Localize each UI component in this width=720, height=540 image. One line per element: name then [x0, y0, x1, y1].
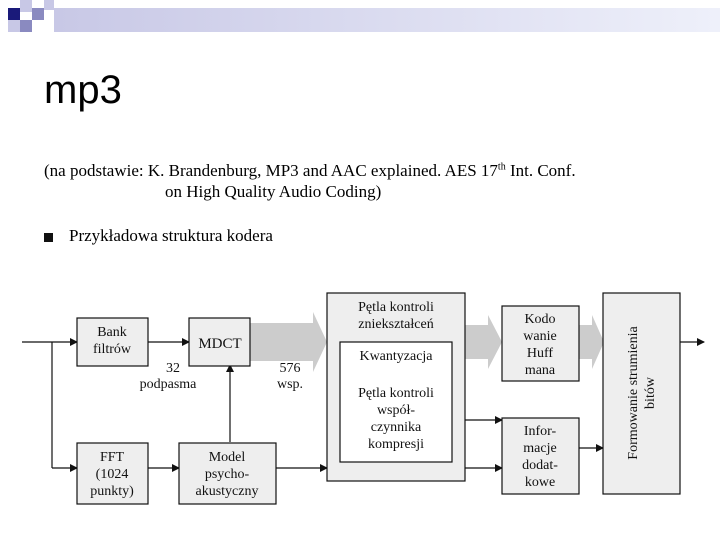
deco-square [20, 20, 32, 32]
distortion-loop-label-2: zniekształceń [358, 317, 433, 332]
big-arrow-mdct-to-loop [250, 312, 327, 372]
huffman-label-1: Kodo [524, 312, 555, 327]
deco-square [20, 0, 32, 12]
source-line-1: (na podstawie: K. Brandenburg, MP3 and A… [44, 160, 576, 180]
psychoacoustic-model-box [178, 442, 277, 505]
slide-title: mp3 [44, 68, 122, 112]
encoder-block-diagram: Bank filtrów MDCT 32 podpasma 576 wsp. F… [22, 292, 705, 505]
info-label-3: dodat- [522, 458, 558, 473]
quantization-label: Kwantyzacja [359, 349, 433, 364]
model-label-3: akustyczny [196, 484, 259, 499]
mdct-label: MDCT [198, 336, 241, 352]
source-citation: (na podstawie: K. Brandenburg, MP3 and A… [44, 156, 576, 202]
info-label-2: macje [523, 441, 556, 456]
deco-square [44, 0, 54, 10]
info-label-1: Infor- [524, 424, 557, 439]
huffman-coding-box [501, 305, 580, 382]
bullet-item: Przykładowa struktura kodera [44, 226, 273, 246]
scalefactor-loop-label-4: kompresji [368, 437, 424, 452]
scalefactor-loop-label-1: Pętla kontroli [358, 386, 434, 401]
huffman-label-4: mana [525, 363, 556, 378]
formatting-label-1: Formowanie strumienia [626, 326, 641, 460]
scalefactor-loop-label-3: czynnika [371, 420, 422, 435]
bullet-text: Przykładowa struktura kodera [69, 226, 273, 245]
deco-square [8, 20, 20, 32]
deco-square [32, 8, 44, 20]
bank-label-1: Bank [97, 325, 127, 340]
bank-label-2: filtrów [93, 342, 132, 357]
deco-square [8, 8, 20, 20]
bullet-square-icon [44, 232, 53, 242]
label-32: 32 [166, 361, 180, 376]
distortion-loop-label-1: Pętla kontroli [358, 300, 434, 315]
model-label-1: Model [209, 450, 246, 465]
fft-box [76, 442, 149, 505]
mdct-box [188, 317, 251, 367]
info-label-4: kowe [525, 475, 555, 490]
source-line-2: on High Quality Audio Coding) [165, 181, 382, 201]
big-arrow-loop-to-huffman [465, 315, 502, 369]
additional-info-box [501, 417, 580, 495]
bank-filters-box [76, 317, 149, 367]
label-subbands: podpasma [140, 377, 198, 392]
fft-label-1: FFT [100, 450, 125, 465]
huffman-label-3: Huff [527, 346, 554, 361]
model-label-2: psycho- [205, 467, 250, 482]
scalefactor-loop-label-2: współ- [377, 403, 415, 418]
header-decoration [8, 0, 720, 32]
formatting-label-2: bitów [643, 376, 658, 409]
label-coefficients: wsp. [277, 377, 303, 392]
label-576: 576 [280, 361, 301, 376]
huffman-label-2: wanie [523, 329, 556, 344]
big-arrow-huffman-to-format [579, 315, 604, 369]
fft-label-3: punkty) [90, 484, 134, 499]
bitstream-formatting-box [602, 292, 681, 495]
fft-label-2: (1024 [96, 467, 129, 482]
quantization-box [339, 341, 453, 463]
